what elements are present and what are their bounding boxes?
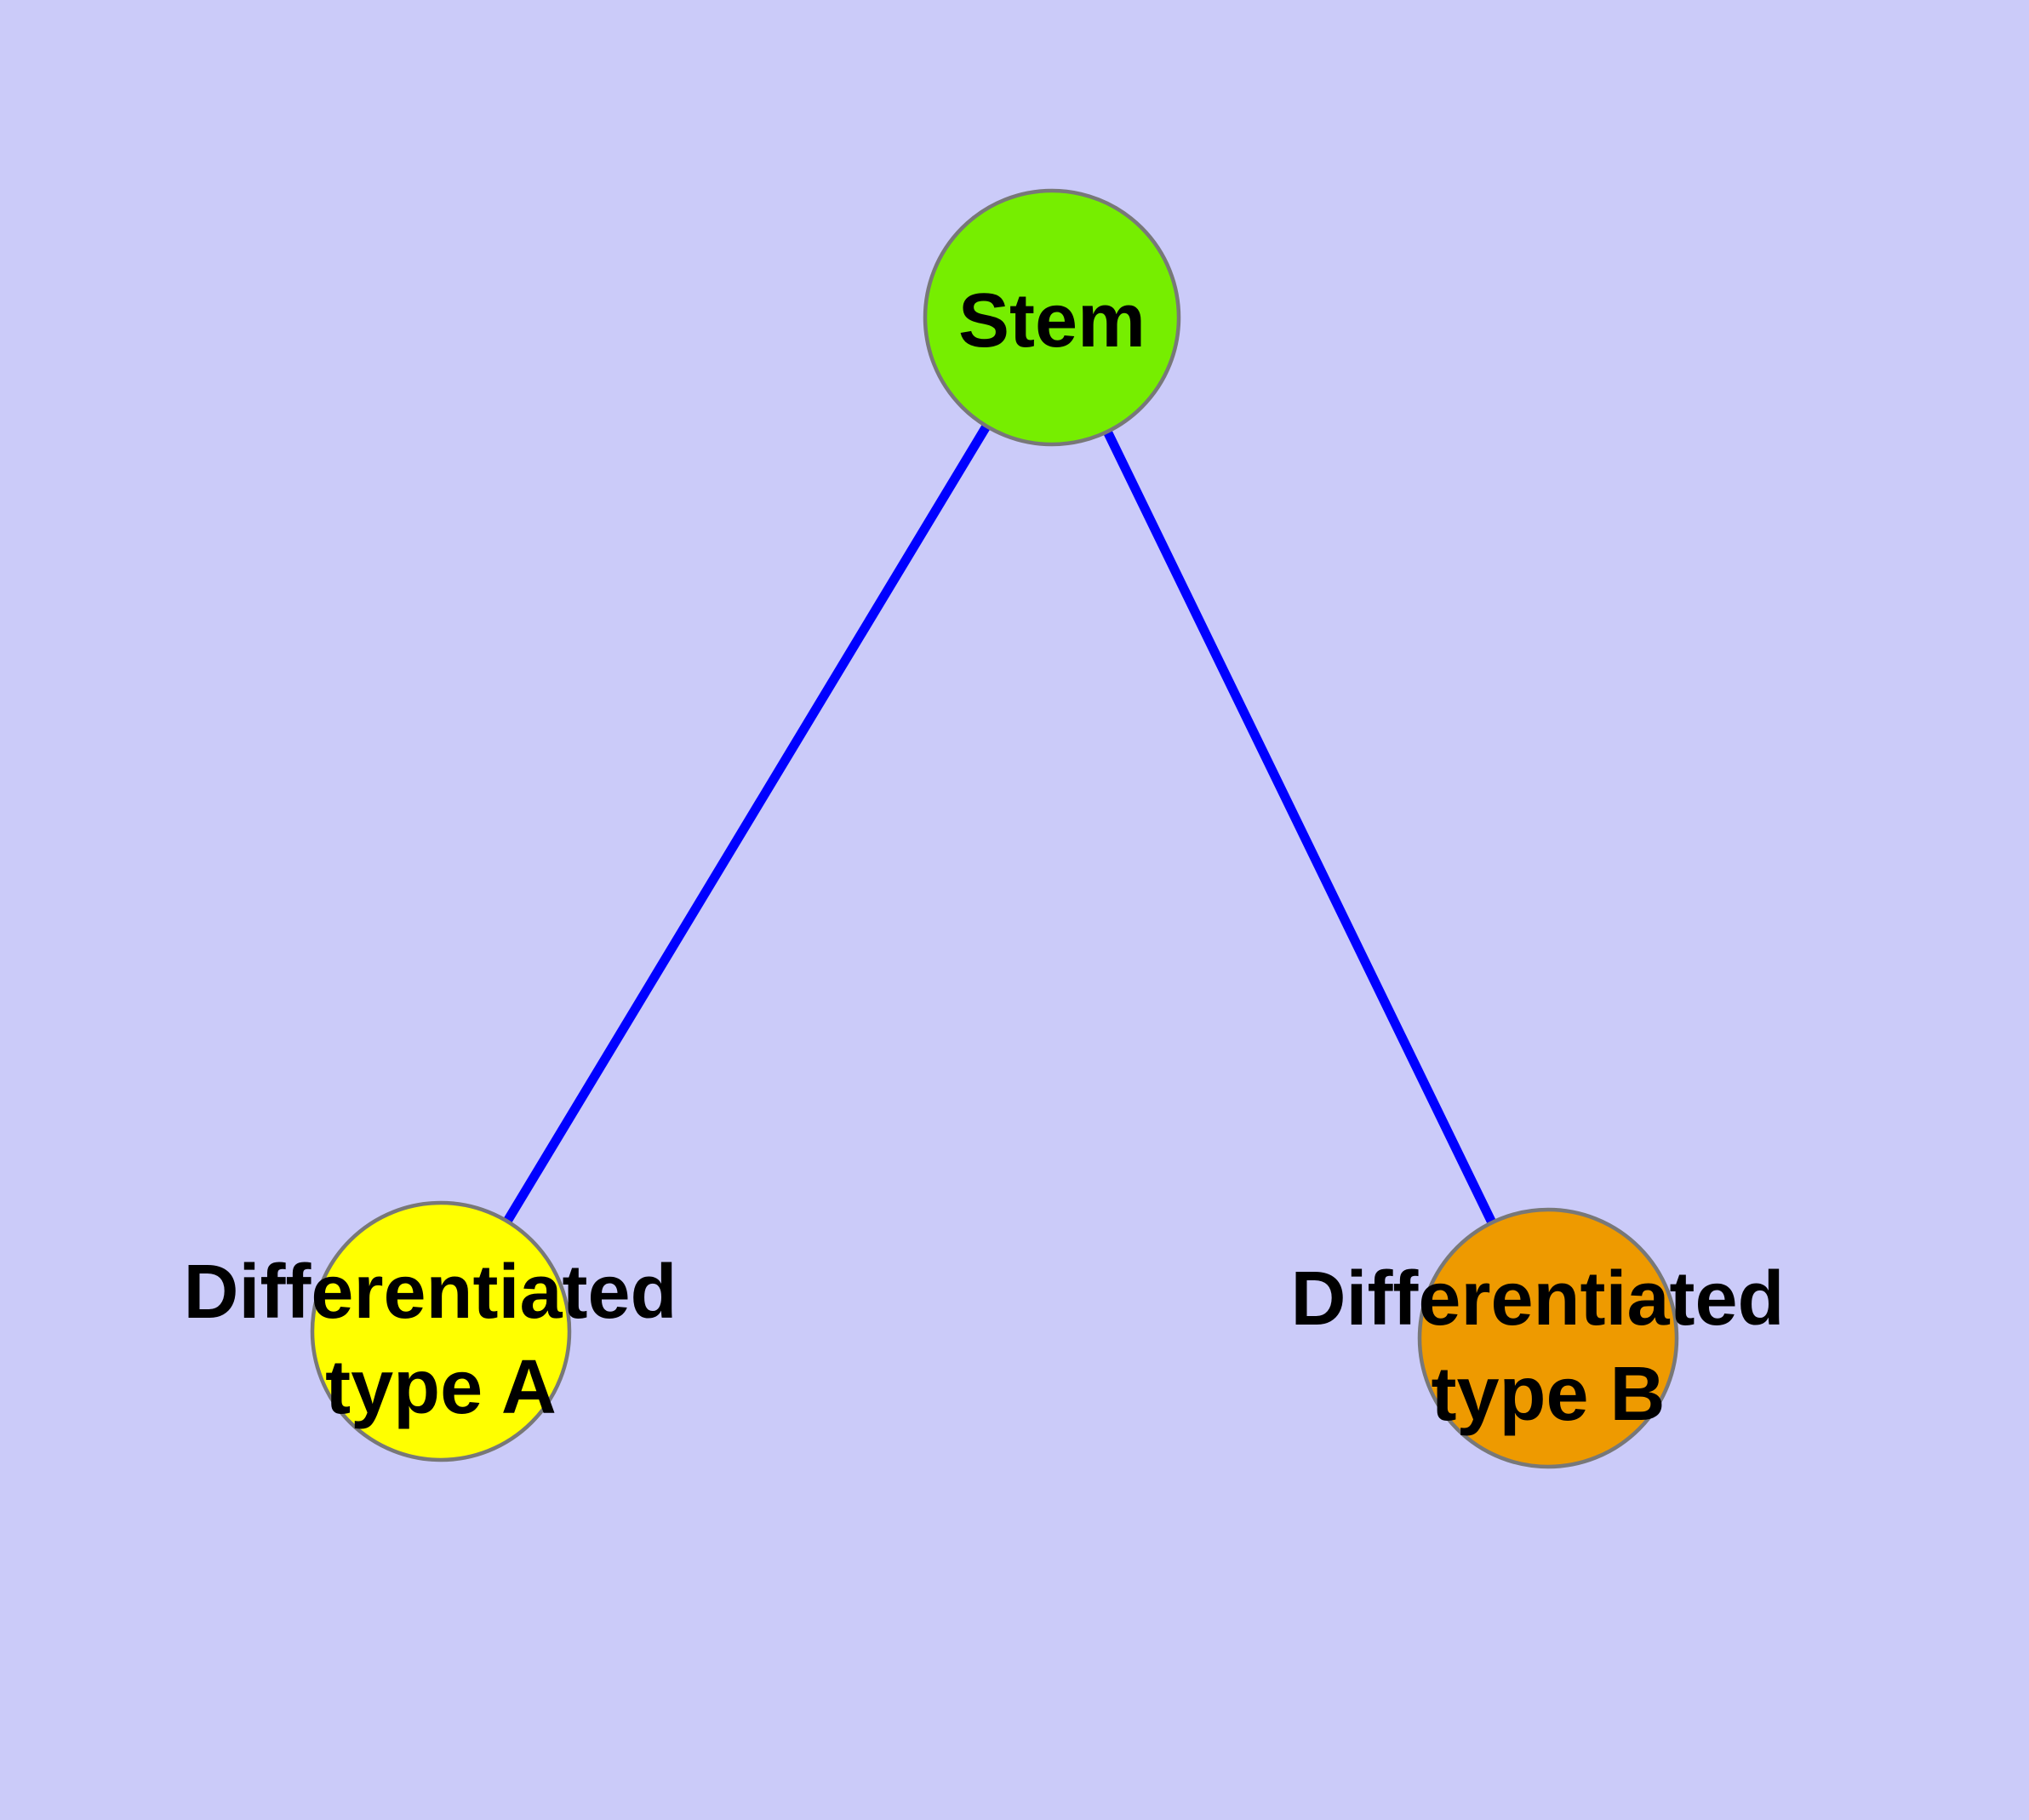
node-differentiated-type-b-label-line1: Differentiated — [1290, 1256, 1784, 1342]
node-differentiated-type-a-label: Differentiated type A — [183, 1250, 698, 1430]
edge-stem-to-type-a — [437, 315, 1056, 1334]
edge-stem-to-type-b — [1048, 315, 1552, 1341]
node-stem[interactable]: Stem — [923, 188, 1181, 447]
node-differentiated-type-a-label-line2: type A — [325, 1345, 557, 1430]
node-differentiated-type-b-circle[interactable] — [1417, 1207, 1679, 1469]
node-differentiated-type-b[interactable]: Differentiated type B — [1290, 1207, 1805, 1469]
node-differentiated-type-b-label-line2: type B — [1431, 1352, 1665, 1437]
node-differentiated-type-b-label: Differentiated type B — [1290, 1256, 1805, 1437]
node-differentiated-type-a-circle[interactable] — [310, 1200, 572, 1462]
node-stem-circle[interactable] — [923, 188, 1181, 447]
node-differentiated-type-a-label-line1: Differentiated — [183, 1250, 677, 1335]
node-stem-label: Stem — [958, 278, 1146, 363]
node-differentiated-type-a[interactable]: Differentiated type A — [183, 1200, 698, 1462]
